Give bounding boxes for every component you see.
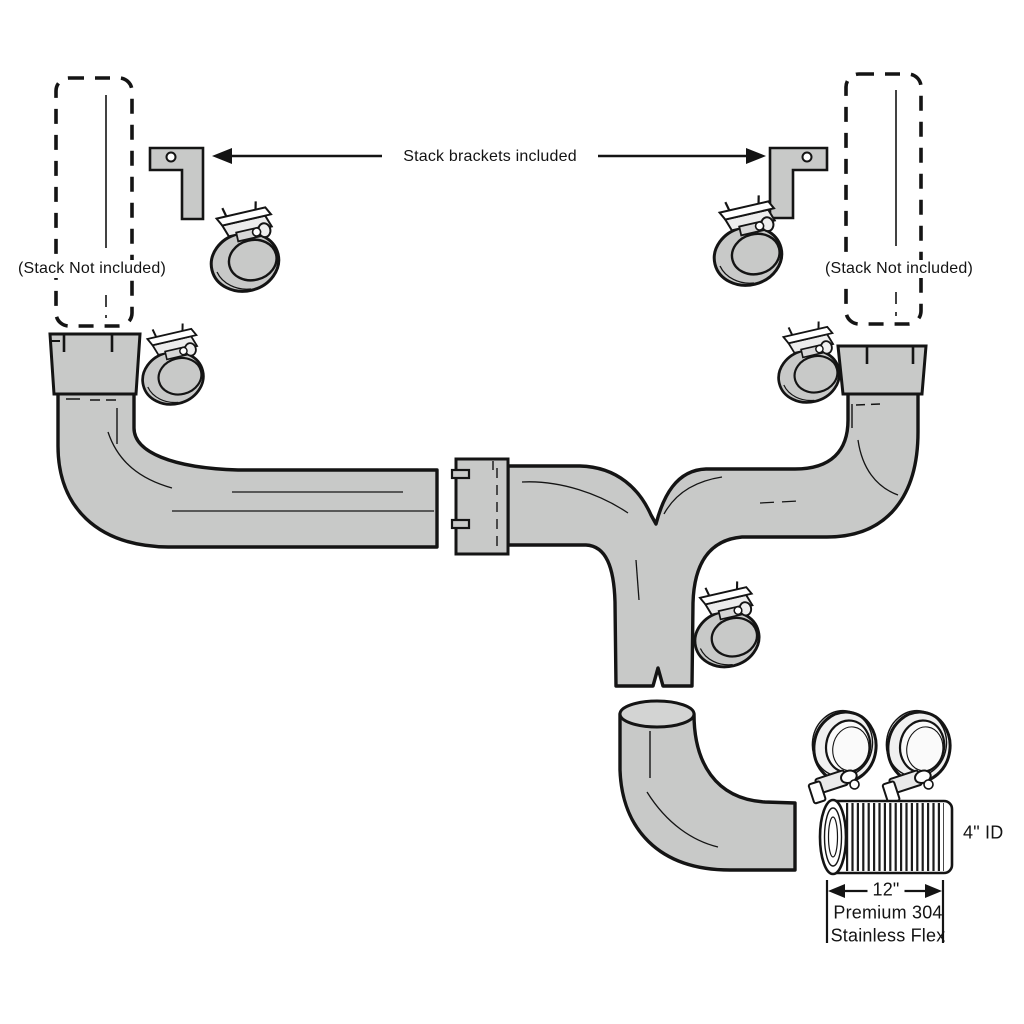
flex-id-label: 4" ID — [963, 822, 1004, 843]
y-pipe-assembly — [450, 344, 928, 688]
right-stack-bracket — [768, 146, 829, 220]
stack-brackets-label: Stack brackets included — [398, 148, 582, 166]
band-clamp-1 — [203, 196, 287, 300]
left-stack-outline — [54, 76, 134, 328]
stack-not-included-right-label: (Stack Not included) — [819, 260, 979, 278]
flex-pipe — [818, 798, 954, 876]
lower-elbow-pipe — [618, 699, 797, 872]
right-stack-outline — [844, 72, 923, 326]
band-clamp-4 — [771, 316, 847, 411]
band-clamp-6 — [805, 705, 883, 806]
flex-dimension — [825, 880, 945, 943]
flex-length-label: 12" — [867, 879, 905, 901]
left-elbow-pipe — [48, 332, 439, 549]
band-clamp-7 — [879, 705, 957, 806]
flex-material-line2: Stainless Flex — [830, 925, 946, 946]
band-clamp-5 — [687, 576, 767, 675]
left-stack-bracket — [148, 146, 205, 221]
flex-material-line1: Premium 304 — [833, 902, 943, 923]
band-clamp-2 — [135, 318, 211, 413]
stack-not-included-left-label: (Stack Not included) — [12, 260, 172, 278]
stack-brackets-arrows — [212, 148, 766, 164]
